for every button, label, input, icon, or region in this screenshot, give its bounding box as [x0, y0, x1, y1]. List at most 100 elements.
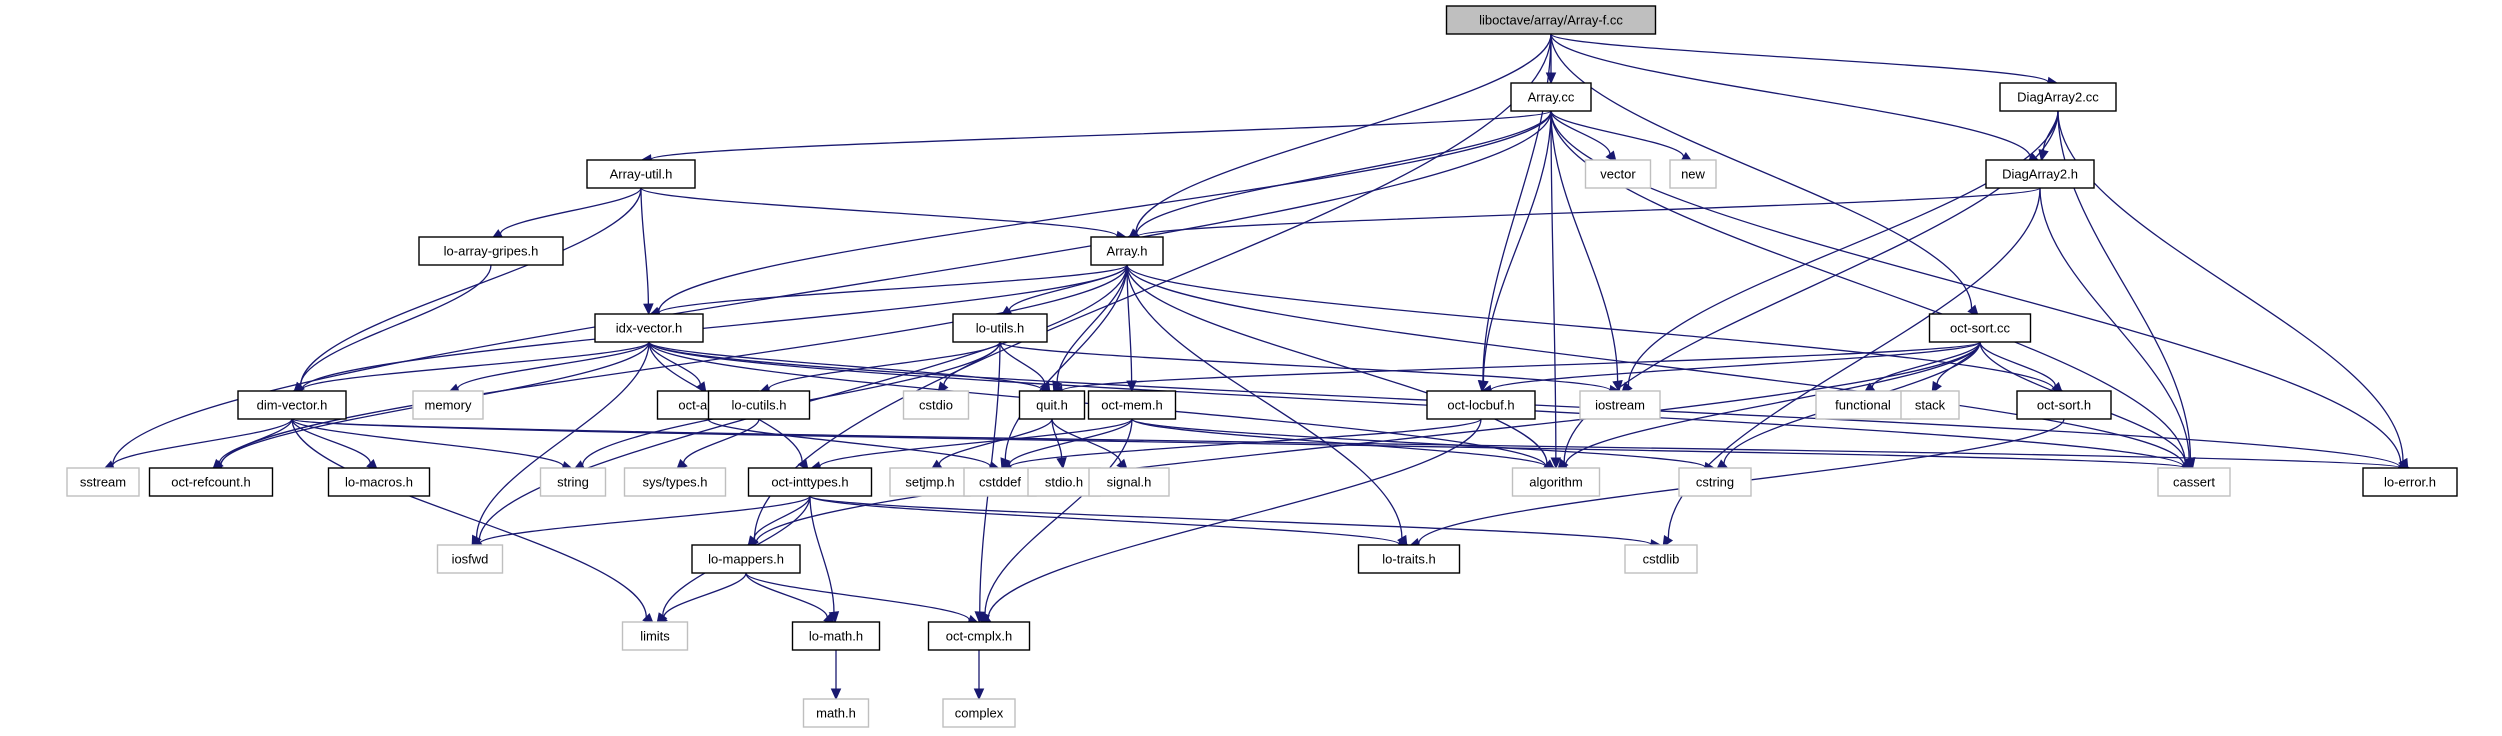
arrowhead-icon [747, 535, 759, 548]
edge-arraycc-to-new [1550, 110, 1694, 163]
node-box [1678, 467, 1752, 497]
edge-dimvector-to-sstream [102, 418, 293, 471]
node-lo-traits-h[interactable]: lo-traits.h [1357, 544, 1461, 574]
node-oct-cmplx-h[interactable]: oct-cmplx.h [927, 621, 1031, 651]
node-label: vector [1600, 167, 1636, 182]
node-label: math.h [816, 706, 856, 721]
edge-octmem-to-octinttypes [809, 418, 1133, 472]
edge-arrayh-to-quit [1052, 264, 1128, 394]
node-idx-vector-h[interactable]: idx-vector.h [594, 313, 704, 343]
node-box [1511, 467, 1601, 497]
edge-line [755, 341, 1981, 544]
arrowhead-icon [828, 611, 840, 624]
node-label: dim-vector.h [257, 398, 328, 413]
node-label: iostream [1595, 398, 1645, 413]
edge-lomappers-to-octcmplx [745, 572, 980, 625]
node-label: lo-macros.h [345, 475, 413, 490]
node-label: oct-sort.h [2037, 398, 2091, 413]
edge-line [682, 418, 760, 464]
node-oct-sort-h[interactable]: oct-sort.h [2016, 390, 2112, 420]
node-cstdlib: cstdlib [1624, 544, 1698, 574]
node-label: Array.h [1107, 244, 1148, 259]
node-box [237, 390, 347, 420]
node-box [691, 544, 801, 574]
node-box [66, 467, 140, 497]
edge-line [999, 341, 1046, 385]
node-dim-vector-h[interactable]: dim-vector.h [237, 390, 347, 420]
node-lo-mappers-h[interactable]: lo-mappers.h [691, 544, 801, 574]
node-iostream: iostream [1579, 390, 1661, 420]
node-oct-refcount-h[interactable]: oct-refcount.h [148, 467, 274, 497]
node-lo-cutils-h[interactable]: lo-cutils.h [707, 390, 811, 420]
node-oct-mem-h[interactable]: oct-mem.h [1087, 390, 1177, 420]
arrowhead-icon [937, 381, 949, 394]
edge-line [1482, 33, 1552, 382]
edge-line [745, 572, 970, 621]
node-oct-locbuf-h[interactable]: oct-locbuf.h [1426, 390, 1536, 420]
node-quit-h[interactable]: quit.h [1018, 390, 1086, 420]
node-lo-array-gripes-h[interactable]: lo-array-gripes.h [418, 236, 564, 266]
node-label: lo-error.h [2384, 475, 2436, 490]
edge-line [1009, 418, 1482, 468]
edge-line [745, 572, 828, 618]
node-label: liboctave/array/Array-f.cc [1479, 13, 1623, 28]
node-box [2016, 390, 2112, 420]
arrowhead-icon [2038, 149, 2049, 162]
edge-line [809, 495, 1652, 546]
edge-dimvector-to-cassert [291, 418, 2196, 473]
edge-line [301, 341, 650, 391]
arrowhead-icon [643, 303, 654, 316]
edge-line [1061, 341, 1981, 392]
node-iosfwd: iosfwd [436, 544, 504, 574]
node-lo-error-h[interactable]: lo-error.h [2362, 467, 2458, 497]
edge-line [768, 341, 1001, 390]
node-diagarray2-h[interactable]: DiagArray2.h [1985, 159, 2095, 189]
arrowhead-icon [1931, 380, 1942, 394]
edge-line [1550, 110, 1611, 155]
edge-line [648, 341, 2185, 468]
node-label: DiagArray2.h [2002, 167, 2078, 182]
edge-line [291, 418, 647, 618]
node-label: oct-inttypes.h [771, 475, 848, 490]
edge-line [218, 418, 293, 464]
node-array-util-h[interactable]: Array-util.h [586, 159, 696, 189]
edge-line [809, 495, 1400, 545]
node-label: limits [640, 629, 670, 644]
node-box [889, 467, 971, 497]
node-oct-sort-cc[interactable]: oct-sort.cc [1928, 313, 2032, 343]
node-label: setjmp.h [905, 475, 954, 490]
node-liboctave-array-array-f-cc[interactable]: liboctave/array/Array-f.cc [1445, 5, 1657, 35]
node-oct-inttypes-h[interactable]: oct-inttypes.h [747, 467, 873, 497]
node-label: iosfwd [452, 552, 489, 567]
node-label: Array-util.h [610, 167, 673, 182]
node-diagarray2-cc[interactable]: DiagArray2.cc [1999, 82, 2117, 112]
edge-lomath-to-mathh [830, 650, 842, 701]
node-label: stack [1915, 398, 1946, 413]
edge-line [987, 418, 1482, 619]
node-lo-macros-h[interactable]: lo-macros.h [327, 467, 431, 497]
node-array-cc[interactable]: Array.cc [1510, 82, 1592, 112]
edge-line [1008, 418, 1133, 465]
node-lo-math-h[interactable]: lo-math.h [791, 621, 881, 651]
node-new: new [1669, 159, 1717, 189]
arrowhead-icon [797, 458, 809, 471]
edge-line [1550, 110, 1685, 158]
node-lo-utils-h[interactable]: lo-utils.h [952, 313, 1048, 343]
edge-octlocbuf-to-octcmplx [979, 418, 1482, 625]
edge-line [112, 418, 293, 466]
node-label: sys/types.h [642, 475, 707, 490]
node-string: string [539, 467, 607, 497]
edge-line [663, 572, 747, 618]
edge-line [809, 495, 835, 613]
node-label: oct-mem.h [1101, 398, 1162, 413]
arrowhead-icon [1478, 380, 1489, 393]
node-array-h[interactable]: Array.h [1090, 236, 1164, 266]
node-label: oct-cmplx.h [946, 629, 1012, 644]
node-box [927, 621, 1031, 651]
node-label: lo-math.h [809, 629, 863, 644]
arrowhead-icon [1056, 457, 1067, 470]
node-box [539, 467, 607, 497]
edge-arrayutil-to-loarraygripes [490, 187, 642, 240]
node-box [1900, 390, 1960, 420]
